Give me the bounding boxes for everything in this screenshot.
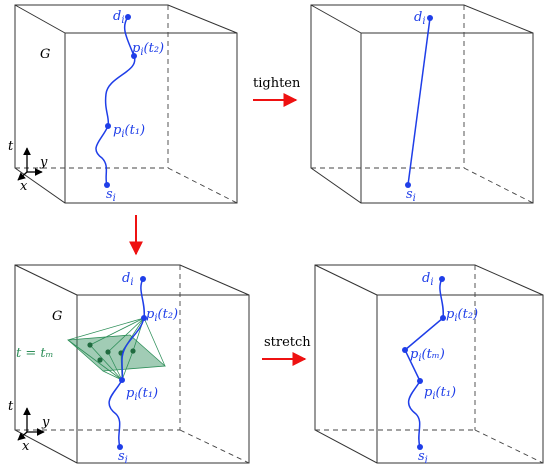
- point-ptm-bottom-right: [402, 347, 408, 353]
- label-pt1-bottom-right: pi(t₁): [424, 385, 456, 402]
- label-pt2-bottom-left: pi(t₂): [146, 307, 178, 324]
- point-d-top-right: [427, 15, 433, 21]
- cube-top-right: [310, 4, 534, 204]
- graph-label-bottom-left: G: [52, 309, 62, 324]
- label-s-bottom-right: si: [418, 449, 428, 466]
- graph-label-top-left: G: [40, 47, 50, 62]
- label-pt1-bottom-left: pi(t₁): [126, 386, 158, 403]
- time-slice-plane: [67, 317, 166, 381]
- point-d-bottom-left: [140, 276, 146, 282]
- label-d-bottom-left: di: [122, 271, 134, 288]
- axis-y-label-top-left: y: [39, 155, 48, 170]
- stretch-arrow: stretch: [262, 335, 311, 366]
- label-t-eq-tm: t = tₘ: [16, 346, 54, 361]
- axes-top-left: t y x: [8, 139, 48, 194]
- stretch-label: stretch: [264, 335, 311, 350]
- point-pt1-bottom-left: [119, 377, 125, 383]
- axis-t-label-top-left: t: [8, 139, 14, 154]
- axis-x-label-bottom-left: x: [22, 439, 30, 454]
- label-s-top-right: si: [406, 187, 416, 204]
- point-pt1-top-left: [105, 123, 111, 129]
- label-pt2-top-left: pi(t₂): [132, 41, 164, 58]
- point-pt2-bottom-left: [141, 315, 147, 321]
- cube-top-left: [14, 4, 238, 204]
- path-curve-top-left: [95, 16, 136, 186]
- tighten-label: tighten: [253, 76, 301, 91]
- axes-bottom-left: t y x: [8, 399, 50, 454]
- label-s-bottom-left: si: [118, 449, 128, 466]
- point-d-bottom-right: [439, 276, 445, 282]
- label-pt2-bottom-right: pi(t₂): [446, 307, 478, 324]
- cube-bottom-right: [314, 264, 544, 464]
- tighten-arrow: tighten: [253, 76, 301, 107]
- label-d-top-left: di: [113, 9, 125, 26]
- point-pt2-bottom-right: [440, 315, 446, 321]
- axis-y-label-bottom-left: y: [41, 415, 50, 430]
- axis-x-label-top-left: x: [20, 179, 28, 194]
- label-d-bottom-right: di: [422, 271, 434, 288]
- point-pt1-bottom-right: [417, 378, 423, 384]
- point-s-bottom-left: [117, 444, 123, 450]
- cube-bottom-left: [14, 264, 250, 464]
- path-curve-bottom-left: [108, 278, 146, 448]
- path-straight-top-right: [407, 17, 431, 186]
- path-stretched-bottom-right: [404, 278, 445, 448]
- axis-t-label-bottom-left: t: [8, 399, 14, 414]
- label-ptm-bottom-right: pi(tₘ): [410, 347, 445, 364]
- label-s-top-left: si: [106, 187, 116, 204]
- point-s-top-right: [405, 182, 411, 188]
- point-pt2-top-left: [131, 53, 137, 59]
- label-pt1-top-left: pi(t₁): [113, 123, 145, 140]
- point-s-top-left: [104, 182, 110, 188]
- label-d-top-right: di: [414, 10, 426, 27]
- point-d-top-left: [125, 14, 131, 20]
- point-s-bottom-right: [417, 444, 423, 450]
